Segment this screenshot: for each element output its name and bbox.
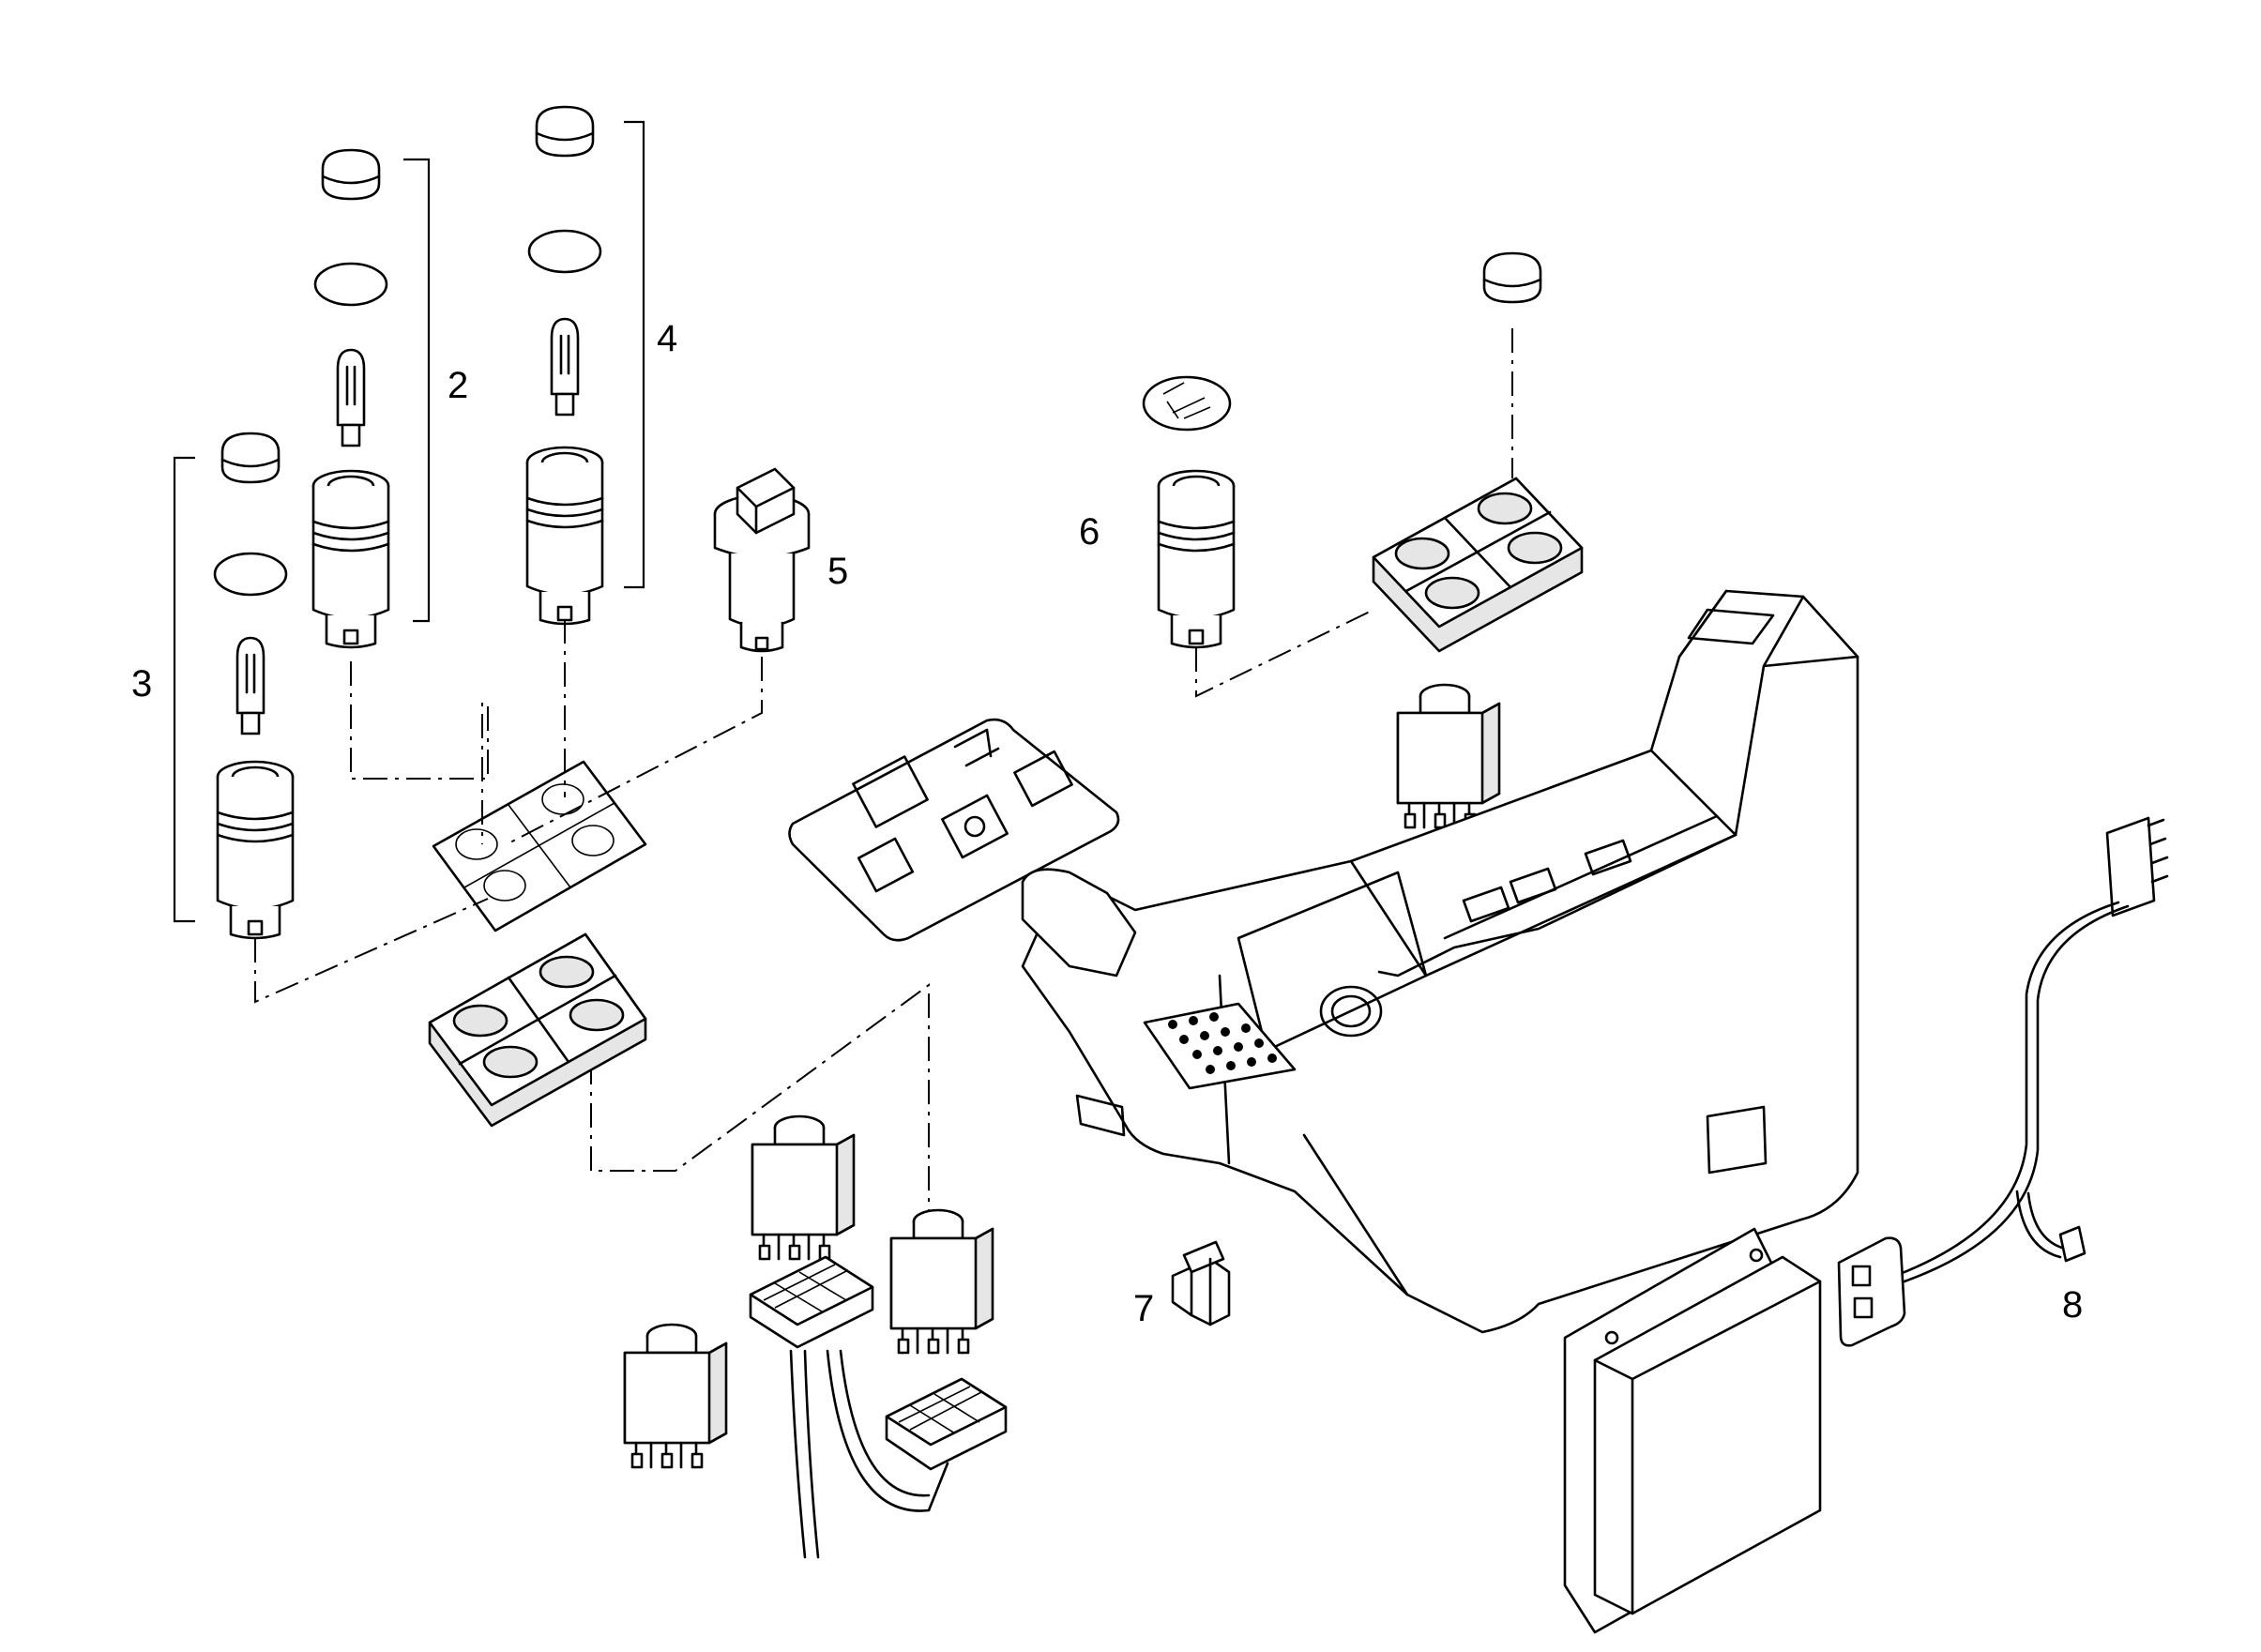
switch-panel-upper xyxy=(1372,477,1584,653)
callout-6: 6 xyxy=(1079,511,1100,553)
switch-assembly-6 xyxy=(1142,251,1542,649)
relay-icon xyxy=(751,1114,856,1261)
push-switch-icon xyxy=(525,446,604,626)
push-switch-icon xyxy=(216,760,295,940)
connector-7 xyxy=(1171,1240,1231,1326)
relay-icon xyxy=(889,1208,994,1355)
leader-lines xyxy=(254,328,1513,1210)
callout-7: 7 xyxy=(1133,1288,1154,1329)
push-switch-icon xyxy=(1157,469,1236,649)
o-ring-icon xyxy=(527,229,602,274)
o-ring-icon xyxy=(213,552,288,597)
relay-icon xyxy=(623,1323,728,1469)
bracket-2 xyxy=(403,158,431,623)
switch-cap-icon xyxy=(220,432,281,484)
o-ring-icon xyxy=(313,262,388,307)
callout-3: 3 xyxy=(131,663,152,705)
harness-8 xyxy=(1837,816,2169,1347)
push-switch-icon xyxy=(311,469,390,649)
rotary-switch-5 xyxy=(713,467,811,653)
callout-4: 4 xyxy=(657,318,677,359)
wiring-harness xyxy=(749,1255,1008,1559)
control-module xyxy=(1563,1227,1822,1634)
bulb-icon xyxy=(550,317,580,417)
callout-5: 5 xyxy=(827,551,848,592)
bracket-3 xyxy=(173,456,195,923)
switch-assembly-2 xyxy=(311,148,431,649)
bulb-icon xyxy=(336,348,366,447)
callout-2: 2 xyxy=(448,365,468,406)
switch-panel-transparent xyxy=(432,760,647,932)
bracket-4 xyxy=(624,120,645,589)
switch-assembly-4 xyxy=(525,105,645,626)
switch-cap-icon xyxy=(321,148,381,201)
callout-8: 8 xyxy=(2062,1284,2083,1326)
switch-cap-icon xyxy=(535,105,595,158)
callouts: 2 3 4 5 6 7 8 xyxy=(131,318,2083,1329)
switch-assembly-3 xyxy=(173,432,295,940)
symbol-label-sheet xyxy=(788,718,1120,942)
switch-cap-icon xyxy=(1482,251,1542,304)
relay-icon xyxy=(1396,683,1501,829)
switch-panel-lower xyxy=(428,932,647,1128)
center-console xyxy=(1021,589,1859,1334)
bulb-icon xyxy=(235,636,266,735)
